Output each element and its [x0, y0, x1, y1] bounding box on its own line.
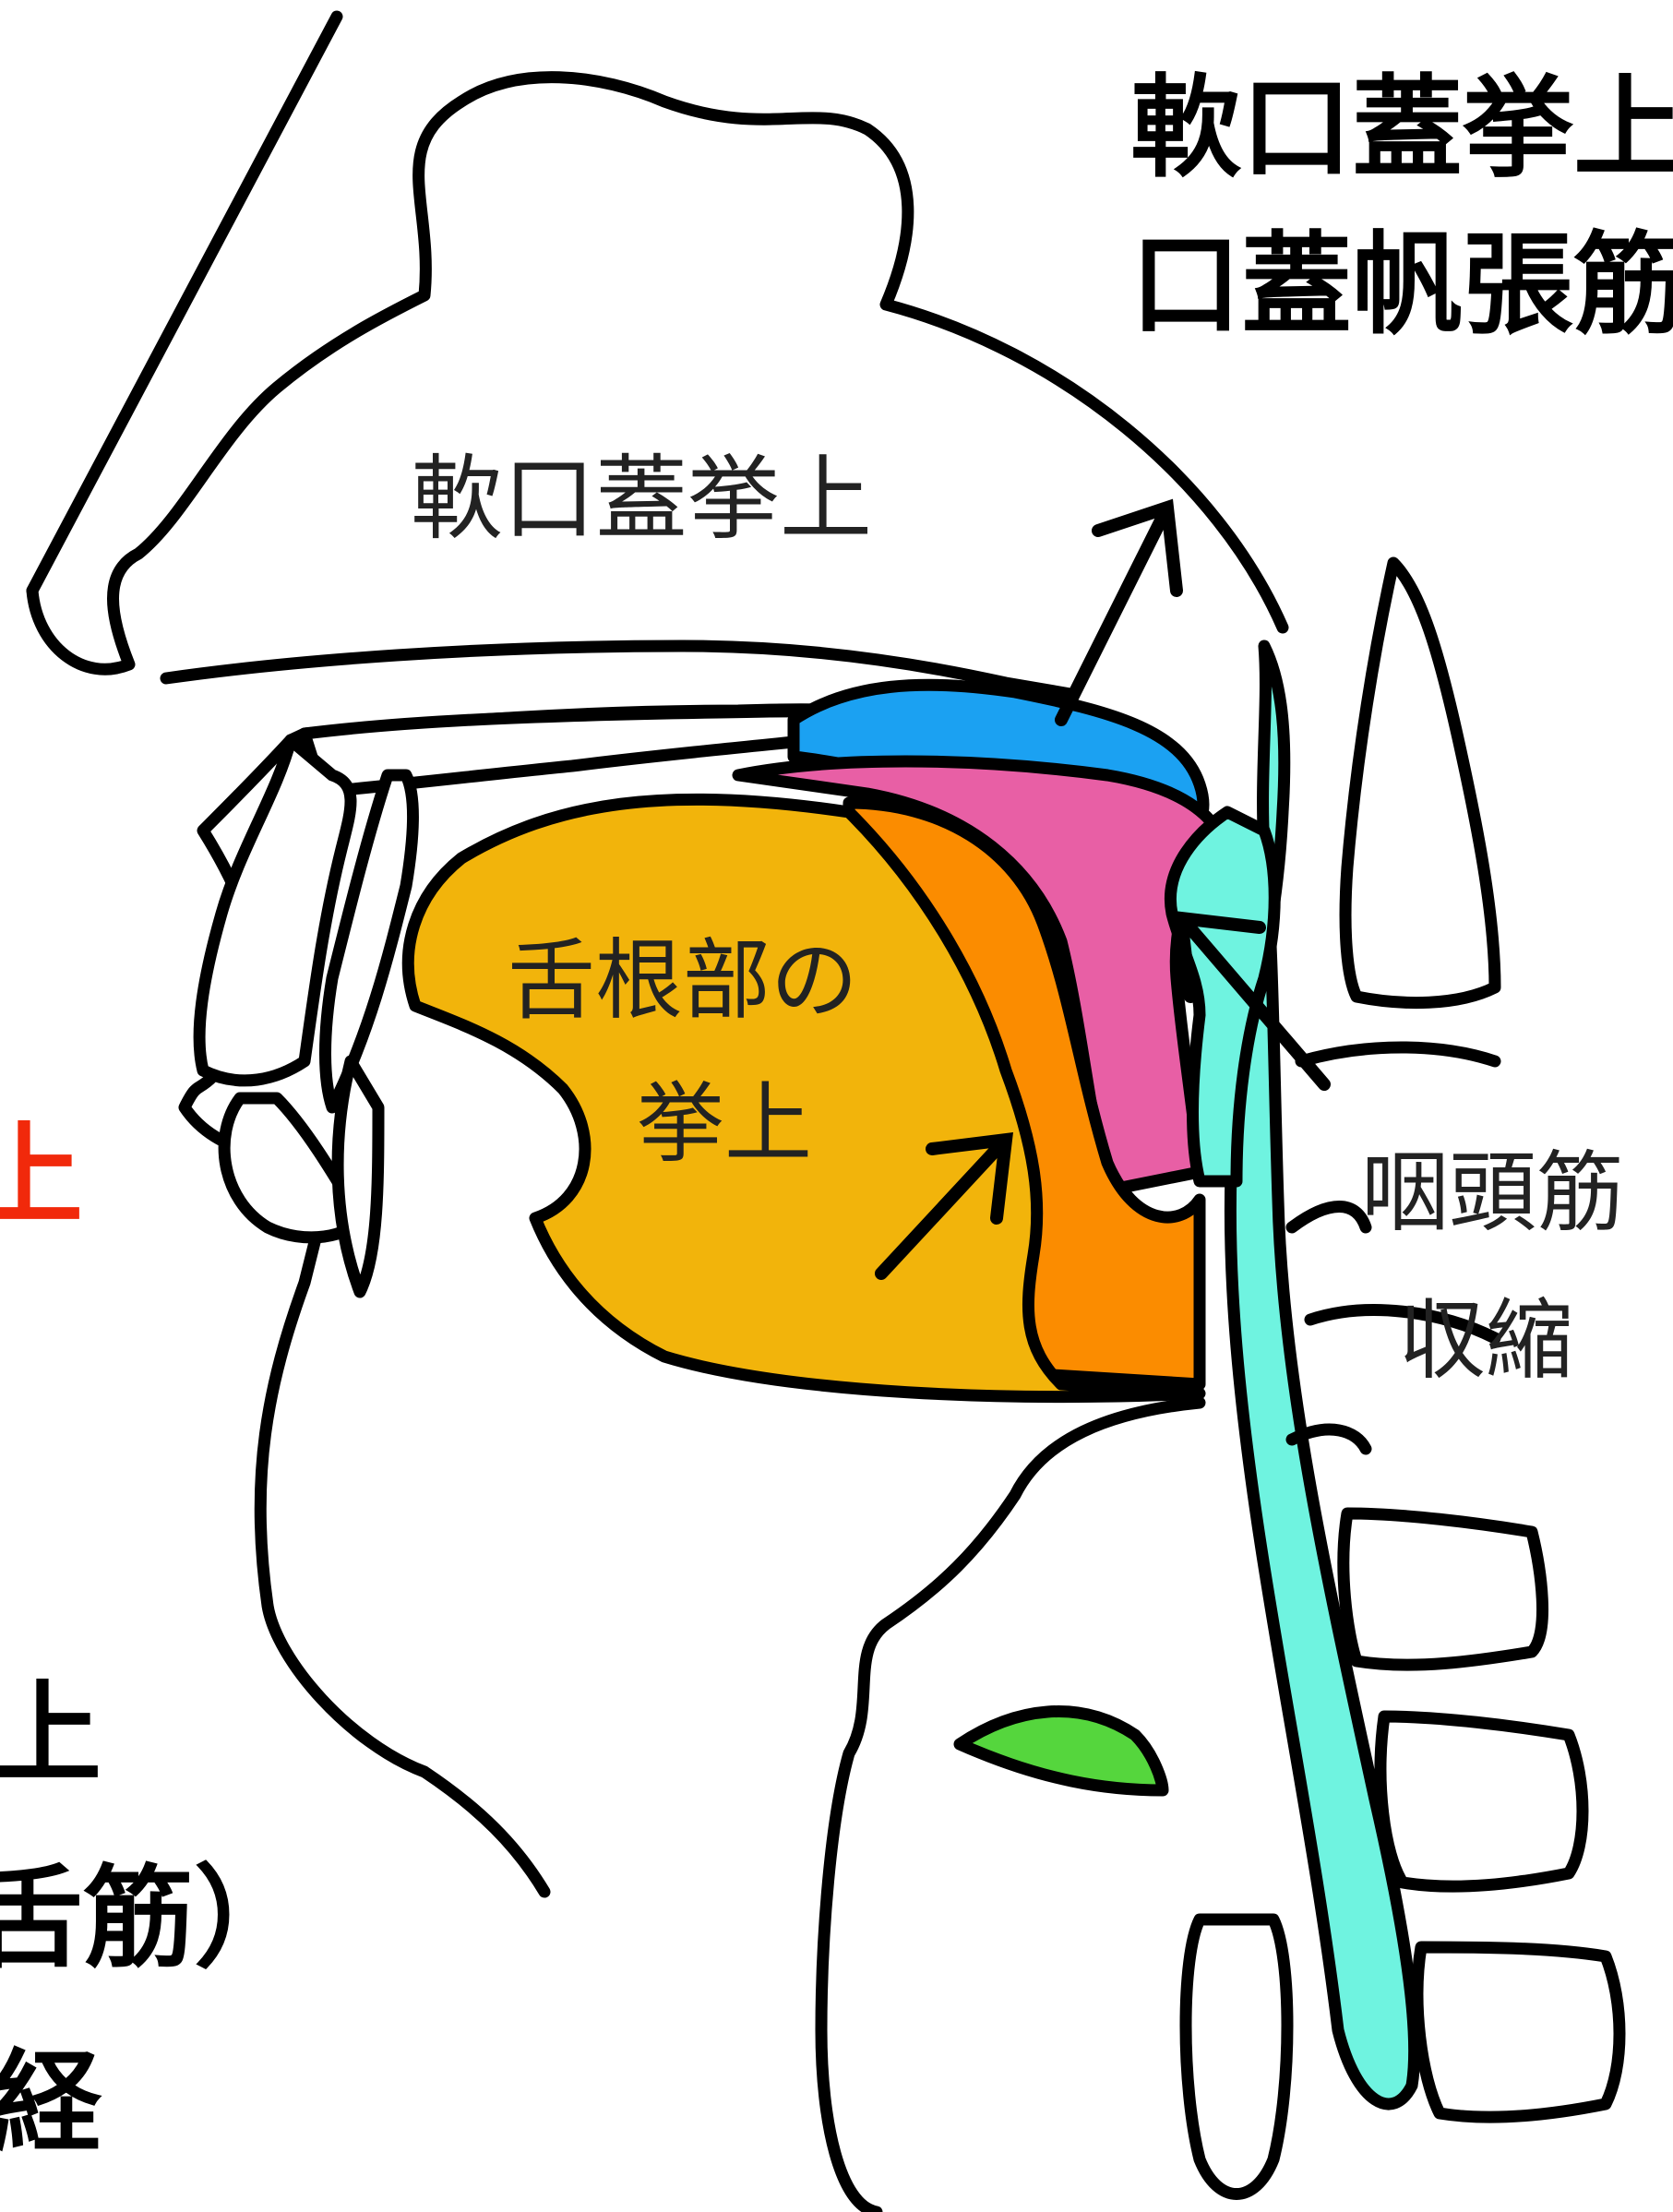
tongue-front	[401, 793, 1206, 1404]
top-right-label-2: 口蓋帆張筋	[1130, 221, 1673, 350]
vertebra-top	[1339, 556, 1501, 1010]
vertebra-3	[1411, 1941, 1626, 2123]
vertebra-1	[1337, 1507, 1549, 1671]
left-bottom-label-3: 経	[0, 2039, 102, 2168]
arrow-soft-palate	[1055, 498, 1183, 726]
lower-lip	[218, 1092, 366, 1244]
lower-teeth	[331, 1055, 385, 1298]
left-bottom-label-2: 舌筋）	[0, 1855, 305, 1983]
trachea	[1179, 1913, 1294, 2200]
arrow-tongue-base	[875, 1131, 1013, 1280]
hard-palate	[160, 640, 1077, 1898]
pharynx-label-2: 収縮	[1398, 1290, 1573, 1392]
vertebra-2	[1374, 1710, 1589, 1893]
neck-back	[1285, 1041, 1501, 1455]
forehead-line	[26, 10, 343, 597]
pharynx-label-1: 咽頭筋	[1361, 1142, 1624, 1244]
larynx	[815, 1396, 1206, 2212]
tongue-base-label-2: 挙上	[637, 1073, 812, 1175]
soft-palate-elevation-label: 軟口蓋挙上	[411, 445, 872, 553]
face-outline	[26, 71, 1289, 676]
tongue-base-label-1: 舌根部の	[508, 930, 858, 1032]
epiglottis	[953, 1705, 1169, 1797]
tongue-back	[732, 755, 1225, 1197]
top-right-label-1: 軟口蓋挙上	[1130, 65, 1673, 193]
upper-lip	[193, 734, 357, 1087]
upper-teeth	[319, 769, 419, 1114]
left-bottom-label-1: 上	[0, 1670, 102, 1799]
arrow-pharynx	[1174, 911, 1331, 1091]
pharynx-bulge	[1165, 806, 1281, 1188]
left-red-label: 上	[0, 1112, 83, 1240]
